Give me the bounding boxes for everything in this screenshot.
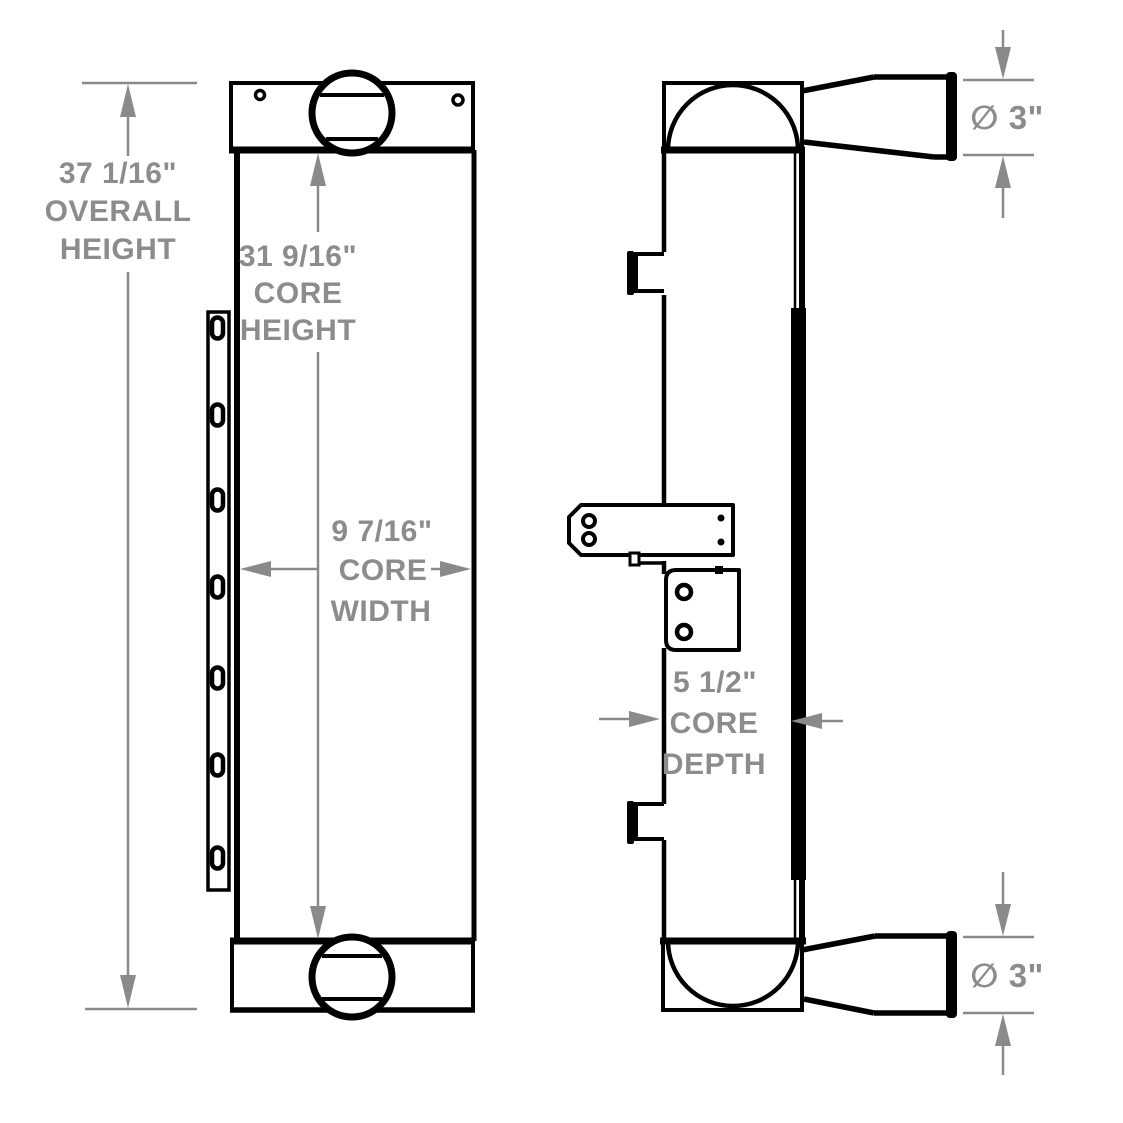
side-top-tank-dome bbox=[665, 82, 801, 151]
pin-cap bbox=[627, 251, 634, 295]
side-bottom-tank-dome bbox=[665, 940, 801, 1009]
bracket-slot-hole bbox=[209, 315, 226, 341]
dim-arrowhead-up bbox=[120, 84, 136, 117]
front-view bbox=[206, 69, 477, 1021]
dim-arrowhead-up bbox=[310, 153, 326, 186]
bottom-port-diameter-value: ∅ 3" bbox=[970, 957, 1043, 994]
pin-body bbox=[634, 802, 664, 841]
dim-arrowhead-up bbox=[995, 156, 1011, 188]
overall-height-value: 37 1/16" bbox=[59, 157, 177, 190]
bracket-weld-tab bbox=[715, 566, 723, 574]
side-bottom-tank bbox=[661, 939, 804, 1012]
overall-height-word2: HEIGHT bbox=[60, 233, 176, 266]
hose-cone-line bbox=[801, 74, 875, 94]
side-top-hose bbox=[801, 72, 957, 161]
hose-flange bbox=[946, 931, 957, 1018]
core-height-dimension: 31 9/16" CORE HEIGHT bbox=[239, 153, 357, 939]
pin-cap bbox=[627, 801, 634, 844]
bracket-rivet bbox=[717, 538, 725, 546]
overall-height-word1: OVERALL bbox=[45, 195, 192, 228]
top-port-diameter-value: ∅ 3" bbox=[970, 99, 1043, 136]
dim-arrowhead-right bbox=[629, 711, 660, 727]
dim-arrowhead-down bbox=[310, 906, 326, 939]
side-core-band bbox=[791, 308, 806, 880]
mounting-bracket-strip bbox=[206, 310, 231, 892]
front-bottom-port bbox=[308, 933, 396, 1021]
side-mounting-pin-lower bbox=[627, 801, 664, 844]
bracket-bolt-hole bbox=[581, 531, 597, 547]
bracket-slot-hole bbox=[209, 574, 226, 600]
bracket-strip-body bbox=[206, 310, 231, 892]
side-view bbox=[567, 72, 957, 1018]
bracket-slot-hole bbox=[209, 487, 226, 513]
core-depth-value: 5 1/2" bbox=[673, 666, 757, 699]
dim-arrowhead-left bbox=[791, 713, 822, 729]
hose-cone-line bbox=[803, 139, 935, 160]
dim-arrowhead-right bbox=[440, 561, 471, 577]
top-port-diameter-dimension: ∅ 3" bbox=[963, 30, 1043, 218]
upper-bracket-plate bbox=[567, 503, 735, 557]
bracket-slot-hole bbox=[209, 665, 226, 691]
bracket-slot-hole bbox=[209, 845, 226, 871]
bracket-bolt-hole bbox=[674, 622, 694, 642]
core-width-word2: WIDTH bbox=[331, 595, 432, 628]
bracket-bolt-hole bbox=[674, 582, 694, 602]
hose-flange bbox=[946, 72, 957, 161]
side-upper-bracket bbox=[567, 503, 735, 567]
core-width-value: 9 7/16" bbox=[331, 515, 432, 548]
core-width-word1: CORE bbox=[339, 554, 428, 587]
bracket-stub bbox=[628, 551, 641, 567]
core-height-word1: CORE bbox=[254, 277, 343, 310]
pin-body bbox=[634, 252, 664, 293]
bottom-port-circle bbox=[308, 933, 396, 1021]
bracket-bolt-hole bbox=[581, 513, 597, 529]
dim-arrowhead-down bbox=[995, 47, 1011, 79]
tank-rivet-hole bbox=[253, 88, 267, 102]
dim-arrowhead-up bbox=[995, 1014, 1011, 1046]
bracket-rivet bbox=[717, 514, 725, 522]
bottom-port-diameter-dimension: ∅ 3" bbox=[963, 872, 1043, 1075]
dim-arrowhead-down bbox=[995, 904, 1011, 936]
hose-cone-line bbox=[801, 933, 876, 953]
tank-rivet-hole bbox=[451, 93, 465, 107]
core-height-word2: HEIGHT bbox=[240, 314, 356, 347]
side-mounting-pin-upper bbox=[627, 251, 664, 295]
side-lower-bracket bbox=[664, 566, 741, 652]
bracket-slot-hole bbox=[209, 752, 226, 778]
core-depth-dimension: 5 1/2" CORE DEPTH bbox=[599, 666, 843, 781]
core-height-value: 31 9/16" bbox=[239, 240, 357, 273]
dim-arrowhead-down bbox=[120, 975, 136, 1008]
front-top-port bbox=[308, 69, 396, 157]
core-depth-word2: DEPTH bbox=[662, 748, 766, 781]
bracket-slot-hole bbox=[209, 402, 226, 428]
core-width-dimension: 9 7/16" CORE WIDTH bbox=[240, 515, 471, 628]
overall-height-dimension: 37 1/16" OVERALL HEIGHT bbox=[45, 81, 197, 1011]
side-top-tank bbox=[662, 81, 804, 152]
lower-bracket-plate bbox=[664, 568, 741, 652]
side-bottom-hose bbox=[801, 931, 957, 1018]
side-body-right-edge bbox=[791, 150, 806, 941]
core-depth-word1: CORE bbox=[670, 707, 759, 740]
dim-arrowhead-left bbox=[240, 561, 271, 577]
hose-cone-line bbox=[803, 996, 875, 1016]
